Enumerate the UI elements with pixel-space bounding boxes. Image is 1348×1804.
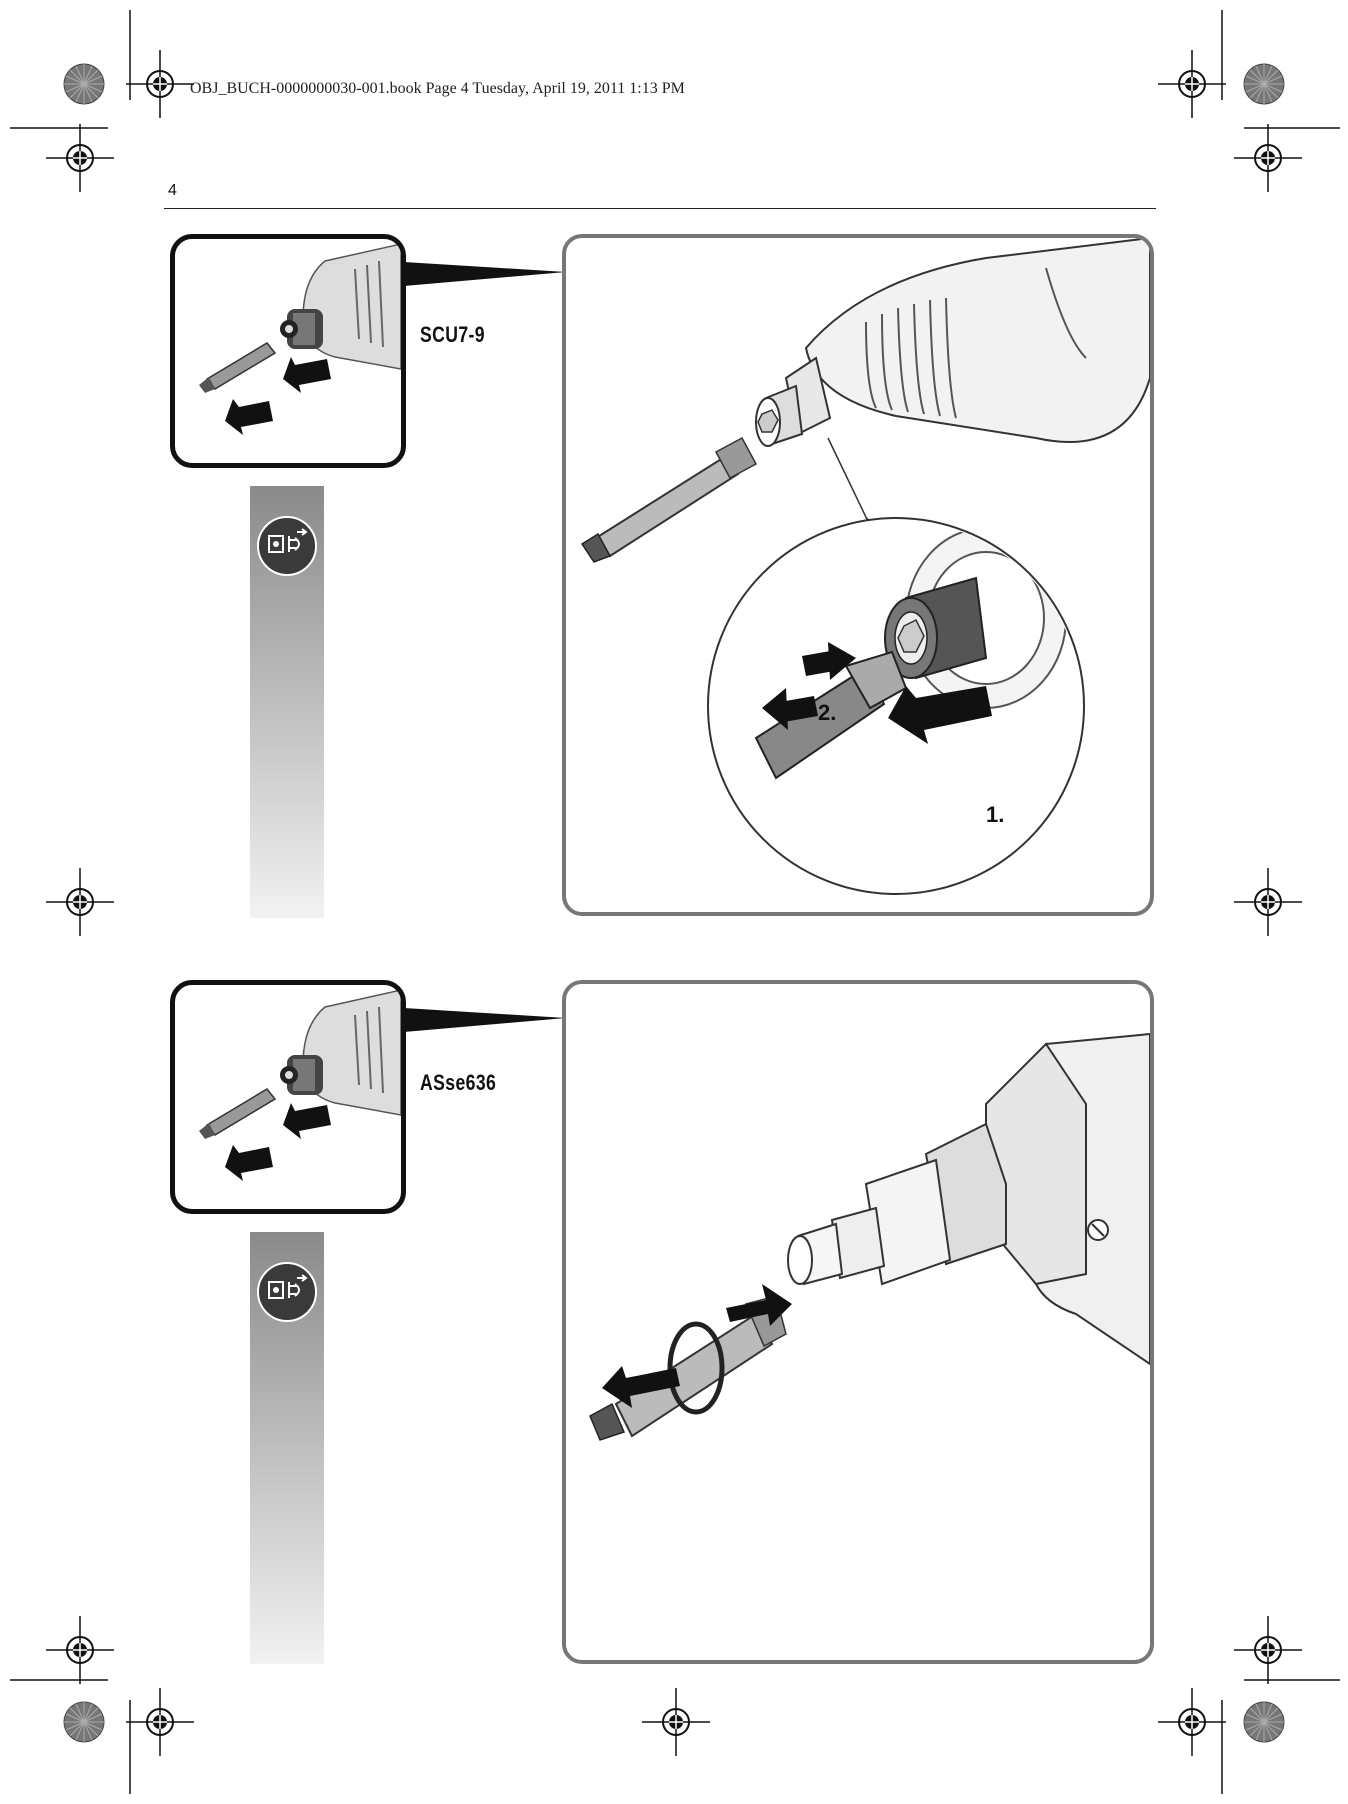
callout-pointer [404, 262, 566, 286]
step-label-1: 1. [986, 802, 1005, 827]
tool-label: SCU7-9 [420, 322, 485, 347]
illustration-frame [562, 234, 1154, 916]
print-header: OBJ_BUCH-0000000030-001.book Page 4 Tues… [190, 80, 685, 97]
illustration-frame [562, 980, 1154, 1664]
tool-label: ASse636 [420, 1070, 497, 1095]
page-number: 4 [168, 182, 177, 199]
tool-illustration [580, 238, 1150, 895]
header-rule [164, 208, 1156, 209]
tool-illustration [589, 1032, 1150, 1441]
step-label-2: 2. [818, 700, 837, 725]
tool-thumbnail [170, 234, 406, 468]
unplug-icon [257, 1262, 317, 1322]
tool-thumbnail [170, 980, 406, 1214]
callout-pointer [404, 1008, 566, 1032]
unplug-icon [257, 516, 317, 576]
